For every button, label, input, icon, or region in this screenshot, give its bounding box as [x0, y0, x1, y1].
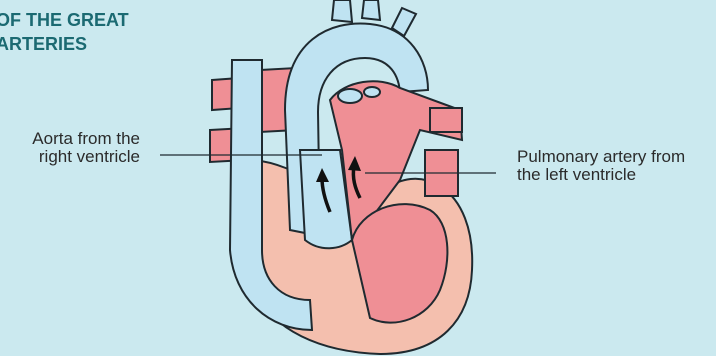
pulmonary-vein-right-upper [430, 108, 462, 132]
valve-1 [338, 89, 362, 103]
arch-branch-2 [362, 0, 380, 20]
arch-branch-1 [332, 0, 352, 22]
valve-2 [364, 87, 380, 97]
